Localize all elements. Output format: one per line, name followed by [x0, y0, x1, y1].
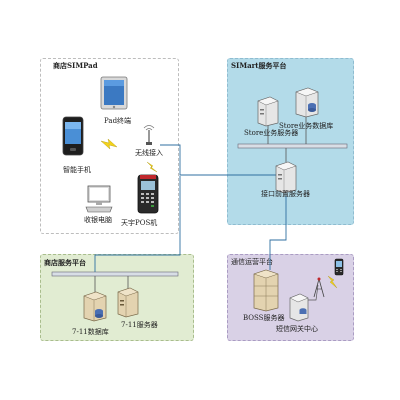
lightning-icon-2: [146, 161, 158, 173]
wireless-to-front-link: [160, 144, 278, 176]
tower-antenna-icon: [313, 277, 325, 298]
server711-label: 7-11服务器: [121, 321, 158, 329]
phone-icon: [334, 258, 344, 276]
simart-bus: [237, 143, 348, 149]
simpad-zone-title: 商店SIMPad: [53, 61, 98, 70]
server-icon-711: [117, 287, 139, 318]
pos-label: 天宇POS机: [121, 219, 158, 227]
store-to-front-link: [94, 176, 181, 272]
db711-label: 7-11数据库: [72, 328, 109, 336]
pos-terminal-icon: [137, 174, 159, 214]
boss-server-icon: [253, 269, 279, 312]
ipad-icon: [100, 76, 128, 110]
simart-zone-title: SIMart服务平台: [231, 61, 287, 70]
store-biz-server-label: Store业务服务器: [244, 129, 299, 137]
boss-server-label: BOSS服务器: [243, 314, 285, 322]
store-platform-zone: [40, 254, 194, 341]
front-server-icon: [275, 161, 297, 194]
smartphone-label: 智能手机: [63, 166, 91, 174]
store-zone-title: 商店服务平台: [44, 258, 86, 267]
server-icon: [257, 96, 279, 127]
front-server-label: 接口前置服务器: [261, 190, 310, 198]
pc-label: 收银电脑: [84, 216, 112, 224]
wireless-access-label: 无线接入: [135, 149, 163, 157]
antenna-icon: [143, 125, 155, 145]
sms-gateway-label: 短信网关中心: [276, 325, 318, 333]
store-bus: [51, 271, 179, 277]
lightning-icon: [100, 138, 118, 150]
simart-zone: [227, 58, 354, 225]
pad-terminal-label: Pad终端: [104, 117, 132, 125]
front-to-boss-link: [269, 196, 287, 270]
sms-gateway-icon: [289, 293, 309, 322]
telecom-zone-title: 通信运营平台: [231, 258, 273, 266]
lightning-icon-3: [327, 275, 338, 289]
smartphone-icon: [62, 116, 84, 156]
database-server-icon: [295, 87, 319, 118]
pc-icon: [85, 185, 113, 213]
store-biz-db-label: Store业务数据库: [279, 122, 334, 130]
database-server-icon-711: [83, 291, 107, 322]
